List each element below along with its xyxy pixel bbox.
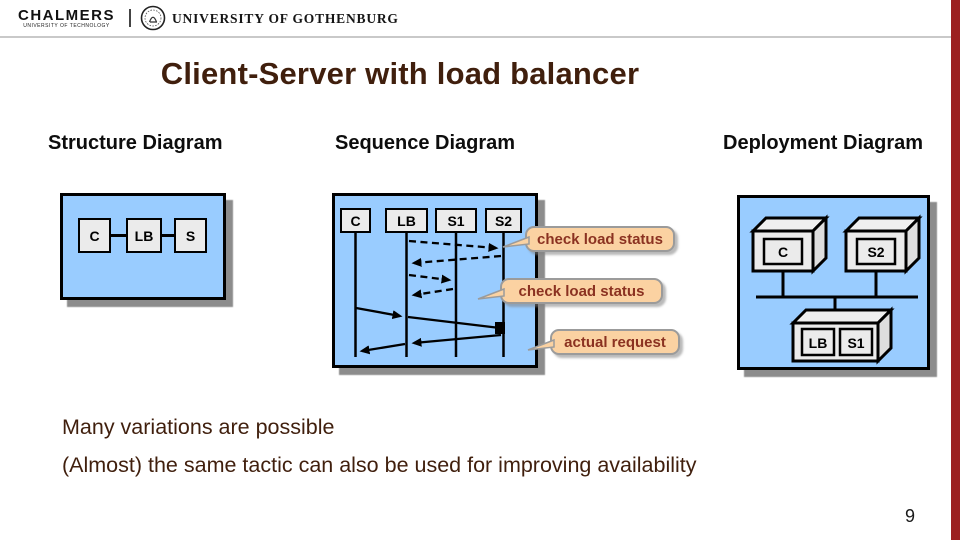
structure-link bbox=[111, 234, 126, 237]
lifeline-head-c: C bbox=[340, 208, 371, 233]
deployment-network-links bbox=[756, 271, 918, 312]
msg-reply-s1-lb bbox=[411, 287, 454, 299]
structure-diagram: C LB S bbox=[60, 193, 226, 300]
callout-check-load-status-1: check load status bbox=[502, 226, 675, 252]
msg-check-lb-s1 bbox=[408, 273, 452, 284]
deployment-diagram-label: Deployment Diagram bbox=[723, 132, 924, 154]
callout-label: actual request bbox=[564, 333, 666, 351]
body-text-line2: (Almost) the same tactic can also be use… bbox=[62, 453, 697, 477]
callout-label: check load status bbox=[518, 282, 645, 300]
gothenburg-seal-icon bbox=[140, 5, 166, 36]
header-separator bbox=[129, 9, 131, 27]
msg-check-lb-s2 bbox=[408, 239, 499, 252]
accent-bar bbox=[951, 0, 960, 540]
structure-node-server: S bbox=[174, 218, 207, 253]
gothenburg-wordmark: UNIVERSITY OF GOTHENBURG bbox=[172, 11, 399, 26]
body-text-line1: Many variations are possible bbox=[62, 415, 335, 439]
slide-title: Client-Server with load balancer bbox=[160, 56, 640, 91]
msg-request-lb-s2 bbox=[407, 315, 501, 330]
deployment-node-lb-s1: LB S1 bbox=[789, 306, 895, 365]
sequence-lines bbox=[354, 233, 505, 357]
deployment-nodes: C S2 LB S1 bbox=[749, 214, 923, 365]
deployment-label-c: C bbox=[778, 244, 788, 260]
deployment-node-client: C bbox=[749, 214, 830, 275]
chalmers-logo: CHALMERS UNIVERSITY OF TECHNOLOGY bbox=[18, 8, 115, 29]
callout-label: check load status bbox=[537, 230, 663, 248]
request-endpoint bbox=[495, 322, 505, 334]
page-number: 9 bbox=[905, 506, 916, 526]
msg-reply-s2-lb2 bbox=[411, 333, 502, 347]
lifeline-head-s1: S1 bbox=[435, 208, 477, 233]
deployment-node-server2: S2 bbox=[842, 214, 923, 275]
lifeline-head-s2: S2 bbox=[485, 208, 522, 233]
structure-diagram-label: Structure Diagram bbox=[48, 132, 223, 154]
msg-reply-lb-c bbox=[359, 342, 406, 355]
deployment-label-s2: S2 bbox=[867, 244, 884, 260]
sequence-diagram-label: Sequence Diagram bbox=[335, 132, 516, 154]
structure-node-client: C bbox=[78, 218, 111, 253]
deployment-label-lb: LB bbox=[809, 335, 828, 351]
callout-actual-request: actual request bbox=[527, 329, 680, 355]
msg-request-c-lb bbox=[355, 306, 403, 320]
chalmers-subtitle: UNIVERSITY OF TECHNOLOGY bbox=[23, 23, 110, 29]
slide-header: CHALMERS UNIVERSITY OF TECHNOLOGY UNIVER… bbox=[0, 0, 960, 38]
deployment-diagram: C S2 LB S1 bbox=[737, 195, 930, 370]
callout-check-load-status-2: check load status bbox=[477, 278, 663, 304]
lifeline-head-lb: LB bbox=[385, 208, 428, 233]
structure-link bbox=[162, 234, 174, 237]
chalmers-wordmark: CHALMERS bbox=[18, 7, 115, 24]
structure-node-loadbalancer: LB bbox=[126, 218, 162, 253]
deployment-label-s1: S1 bbox=[847, 335, 864, 351]
msg-reply-s2-lb bbox=[411, 254, 502, 267]
